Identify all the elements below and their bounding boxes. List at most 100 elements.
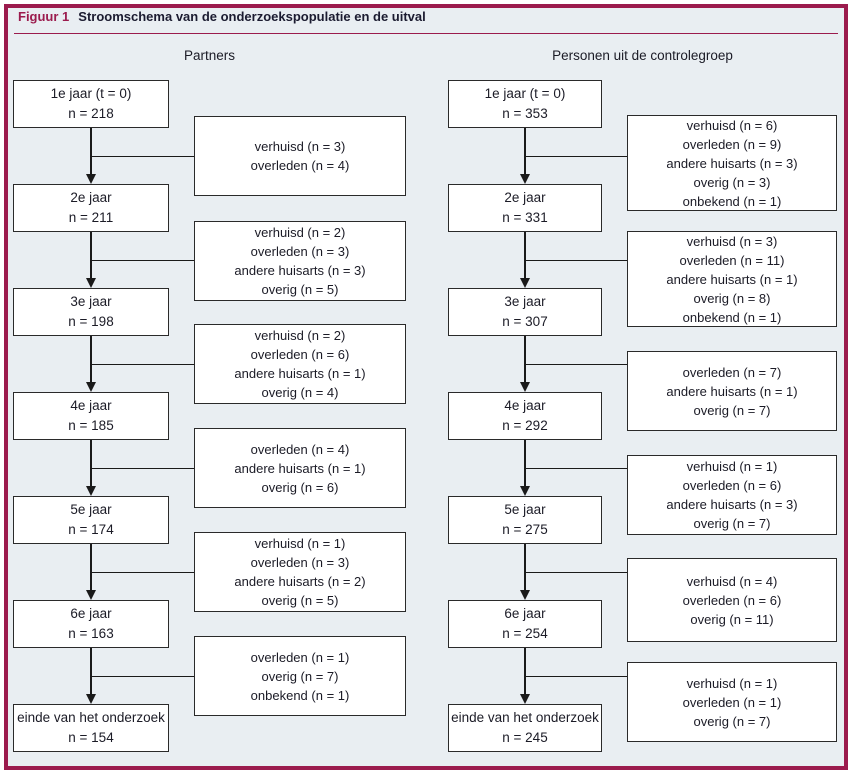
dropout-box: verhuisd (n = 1)overleden (n = 1)overig … bbox=[627, 662, 837, 742]
flow-connector-horizontal bbox=[91, 364, 194, 366]
dropout-box-line: verhuisd (n = 1) bbox=[254, 536, 346, 551]
dropout-box-line: overleden (n = 6) bbox=[682, 478, 782, 493]
dropout-box-line: verhuisd (n = 3) bbox=[254, 139, 346, 154]
stage-box-line: n = 154 bbox=[68, 730, 114, 745]
dropout-box-line: andere huisarts (n = 1) bbox=[666, 271, 798, 287]
flow-line-vertical bbox=[90, 232, 92, 280]
stage-box: 2e jaar n = 331 bbox=[448, 184, 602, 232]
stage-box-line: 4e jaar bbox=[504, 398, 546, 413]
dropout-box: overleden (n = 4)andere huisarts (n = 1)… bbox=[194, 428, 406, 508]
stage-box-line: n = 218 bbox=[68, 106, 114, 121]
flow-connector-horizontal bbox=[525, 364, 627, 366]
dropout-box-line: andere huisarts (n = 3) bbox=[666, 497, 798, 512]
dropout-box-line: overig (n = 5) bbox=[261, 593, 339, 608]
flow-line-vertical bbox=[524, 232, 526, 280]
stage-box-line: 2e jaar bbox=[70, 190, 112, 205]
dropout-box: verhuisd (n = 2)overleden (n = 3)andere … bbox=[194, 221, 406, 301]
column-header-partners: Partners bbox=[183, 48, 236, 63]
flow-connector-horizontal bbox=[525, 468, 627, 470]
stage-box-line: n = 307 bbox=[502, 314, 548, 329]
dropout-box-line: overleden (n = 6) bbox=[250, 347, 350, 362]
dropout-box-line: overleden (n = 9) bbox=[682, 136, 782, 152]
stage-box-line: 5e jaar bbox=[504, 502, 546, 517]
dropout-box-line: onbekend (n = 1) bbox=[682, 193, 782, 209]
flow-line-vertical bbox=[524, 544, 526, 592]
dropout-box: verhuisd (n = 1) overleden (n = 3) andere … bbox=[194, 532, 406, 612]
flow-line-vertical bbox=[524, 440, 526, 488]
flow-line-vertical bbox=[90, 128, 92, 176]
dropout-box-line: overleden (n = 1) bbox=[250, 649, 350, 665]
dropout-box-line: overleden (n = 1) bbox=[682, 694, 782, 710]
flow-arrowhead-down bbox=[520, 174, 530, 184]
flow-arrowhead-down bbox=[86, 174, 96, 184]
stage-box-line: 2e jaar bbox=[504, 190, 546, 205]
dropout-box-line: overig (n = 5) bbox=[261, 282, 339, 297]
dropout-box-line: andere huisarts (n = 2) bbox=[234, 574, 366, 589]
stage-box: 2e jaar n = 211 bbox=[13, 184, 169, 232]
stage-box: 1e jaar (t = 0)n = 353 bbox=[448, 80, 602, 128]
stage-box-line: n = 353 bbox=[502, 106, 548, 121]
dropout-box-line: andere huisarts (n = 3) bbox=[666, 155, 798, 171]
dropout-box-line: overleden (n = 3) bbox=[250, 555, 350, 570]
stage-box: 6e jaar n = 254 bbox=[448, 600, 602, 648]
dropout-box-line: overig (n = 6) bbox=[261, 479, 339, 495]
flow-connector-horizontal bbox=[91, 156, 194, 158]
dropout-box-line: overleden (n = 3) bbox=[250, 244, 350, 259]
stage-box-line: n = 245 bbox=[502, 730, 548, 745]
flow-arrowhead-down bbox=[520, 278, 530, 288]
dropout-box-line: overig (n = 7) bbox=[261, 668, 339, 684]
flow-arrowhead-down bbox=[520, 382, 530, 392]
dropout-box: verhuisd (n = 1) overleden (n = 6) andere … bbox=[627, 455, 837, 535]
dropout-box-line: onbekend (n = 1) bbox=[250, 687, 350, 703]
stage-box-line: 6e jaar bbox=[70, 606, 112, 621]
flow-line-vertical bbox=[524, 336, 526, 384]
stage-box-line: 3e jaar bbox=[504, 294, 546, 309]
column-header-controlegroep: Personen uit de controlegroep bbox=[552, 48, 733, 63]
flow-connector-horizontal bbox=[525, 676, 627, 678]
stage-box: einde van het onderzoek n = 245 bbox=[448, 704, 602, 752]
dropout-box-line: overig (n = 8) bbox=[693, 290, 771, 306]
flow-arrowhead-down bbox=[86, 278, 96, 288]
dropout-box-line: verhuisd (n = 6) bbox=[686, 117, 778, 133]
stage-box-line: einde van het onderzoek bbox=[451, 710, 599, 725]
dropout-box-line: verhuisd (n = 1) bbox=[686, 459, 778, 474]
flow-arrowhead-down bbox=[86, 486, 96, 496]
dropout-box-line: overig (n = 7) bbox=[693, 713, 771, 729]
flow-line-vertical bbox=[524, 648, 526, 696]
stage-box-line: 4e jaar bbox=[70, 398, 112, 413]
dropout-box-line: overig (n = 3) bbox=[693, 174, 771, 190]
dropout-box: verhuisd (n = 3)overleden (n = 11)andere… bbox=[627, 231, 837, 327]
stage-box-line: n = 211 bbox=[68, 210, 114, 225]
flow-connector-horizontal bbox=[91, 468, 194, 470]
dropout-box: verhuisd (n = 4) overleden (n = 6) overig … bbox=[627, 558, 837, 642]
dropout-box-line: verhuisd (n = 2) bbox=[254, 225, 346, 240]
dropout-box: verhuisd (n = 3) overleden (n = 4) bbox=[194, 116, 406, 196]
dropout-box-line: overleden (n = 7) bbox=[682, 364, 782, 380]
stage-box-line: 6e jaar bbox=[504, 606, 546, 621]
flow-connector-horizontal bbox=[525, 156, 627, 158]
dropout-box-line: andere huisarts (n = 1) bbox=[666, 383, 798, 399]
dropout-box-line: overleden (n = 4) bbox=[250, 158, 350, 173]
stage-box-line: n = 331 bbox=[502, 210, 548, 225]
stage-box-line: 5e jaar bbox=[70, 502, 112, 517]
dropout-box-line: overig (n = 11) bbox=[690, 611, 774, 627]
flow-connector-horizontal bbox=[91, 676, 194, 678]
dropout-box: overleden (n = 7) andere huisarts (n = 1)… bbox=[627, 351, 837, 431]
dropout-box: overleden (n = 1) overig (n = 7) onbekend … bbox=[194, 636, 406, 716]
flow-line-vertical bbox=[524, 128, 526, 176]
dropout-box-line: overleden (n = 4) bbox=[250, 441, 350, 457]
flow-arrowhead-down bbox=[520, 694, 530, 704]
dropout-box-line: verhuisd (n = 3) bbox=[686, 233, 778, 249]
dropout-box-line: verhuisd (n = 4) bbox=[686, 573, 778, 589]
dropout-box-line: overig (n = 7) bbox=[693, 516, 771, 531]
dropout-box-line: overleden (n = 6) bbox=[682, 592, 782, 608]
stage-box-line: n = 254 bbox=[502, 626, 548, 641]
dropout-box-line: verhuisd (n = 2) bbox=[254, 328, 346, 343]
